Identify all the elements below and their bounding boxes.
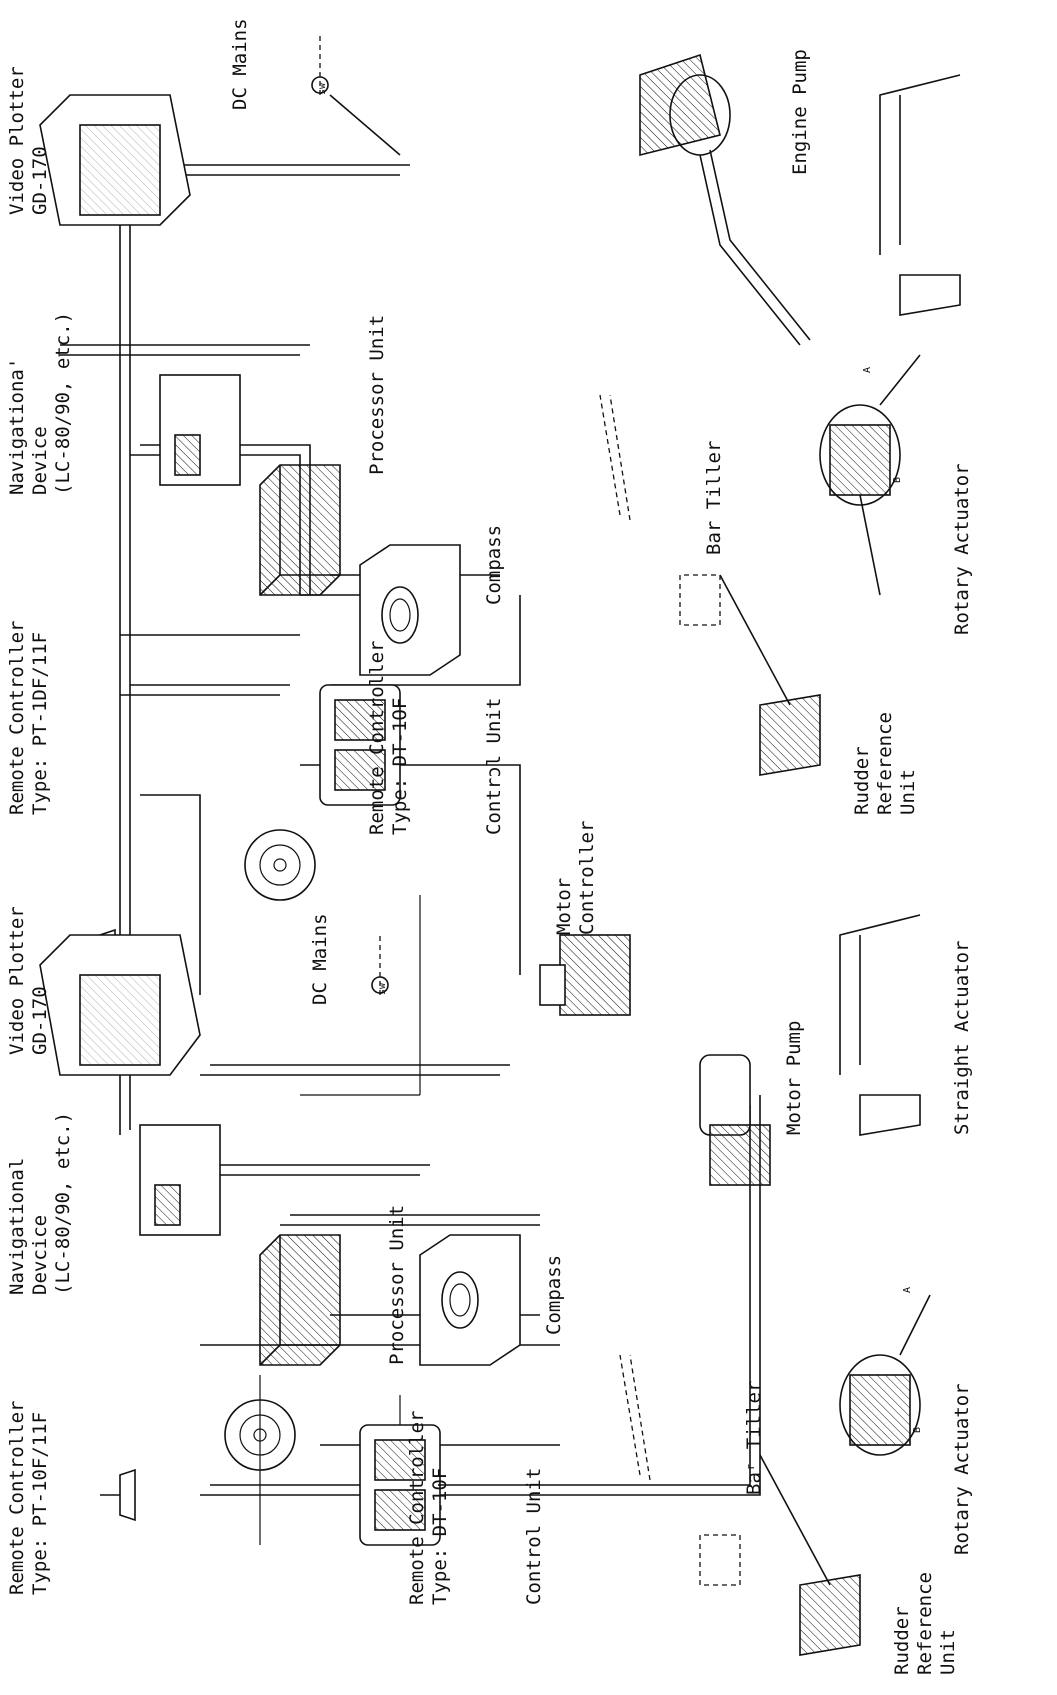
lower-compass-label: Compass: [543, 1255, 565, 1335]
lower-switch-label: sw: [377, 982, 388, 995]
lower-system: Video Plotter GD-170 DC Mains sw Motor C…: [6, 821, 973, 1675]
upper-rudder-ref-label-2: Reference: [874, 712, 896, 815]
upper-dial-remote: [245, 830, 315, 900]
lower-rudder-ref-label-3: Unit: [937, 1629, 959, 1675]
lower-straight-actuator-label: Straight Actuator: [951, 941, 973, 1135]
lower-processor-unit: [260, 1235, 340, 1365]
upper-rotary-actuator: [820, 355, 920, 595]
upper-processor-unit: [260, 465, 340, 595]
lower-actuator-mark-b: B: [912, 1427, 923, 1433]
upper-rotary-actuator-label: Rotary Actuator: [951, 463, 973, 635]
lower-dc-mains-label: DC Mains: [309, 913, 331, 1005]
upper-processor-unit-label: Processor Unit: [366, 315, 388, 475]
lower-dial-remote-label-1: Remote Controller: [406, 1411, 428, 1605]
lower-motor-controller: [540, 935, 630, 1015]
upper-video-plotter-label-2: GD-170: [29, 146, 51, 215]
lower-handheld-remote: [100, 1470, 135, 1520]
upper-switch-label: sw: [317, 82, 328, 95]
upper-engine-pump-label: Engine Pump: [789, 49, 811, 175]
lower-rudder-reference-unit: [760, 1455, 860, 1655]
lower-rudder-ref-label-1: Rudder: [891, 1606, 913, 1675]
upper-nav-device-label-2: Device: [29, 426, 51, 495]
lower-straight-actuator: [840, 915, 920, 1135]
upper-bar-tiller-label: Bar Tiller: [703, 441, 725, 555]
lower-nav-device-label-2: Devcice: [29, 1215, 51, 1295]
upper-dial-remote-label-1: Remote Controller: [366, 641, 388, 835]
lower-nav-device-label-3: (LC-80/90, etc.): [52, 1112, 74, 1295]
upper-actuator-mark-b: B: [892, 477, 903, 483]
lower-motor-controller-label-2: Controller: [576, 821, 598, 935]
upper-handheld-remote-label-2: Type: PT-1DF/11F: [29, 632, 51, 815]
upper-control-unit: [320, 685, 400, 805]
upper-rudder-assembly: [880, 75, 960, 315]
lower-motor-pump-label: Motor Pump: [783, 1021, 805, 1135]
upper-handheld-remote-label-1: Remote Controller: [6, 621, 28, 815]
lower-video-plotter: [40, 935, 200, 1075]
lower-control-unit: [360, 1425, 440, 1545]
upper-video-plotter-label-1: Video Plotter: [6, 66, 28, 215]
lower-motor-controller-label-1: Motor: [553, 878, 575, 935]
upper-compass-label: Compass: [483, 525, 505, 605]
lower-handheld-remote-label-1: Remote Controller: [6, 1401, 28, 1595]
lower-navigational-device: [140, 1125, 220, 1235]
upper-dc-mains-label: DC Mains: [229, 18, 251, 110]
lower-video-plotter-label-1: Video Plotter: [6, 906, 28, 1055]
lower-video-plotter-label-2: GD-170: [29, 986, 51, 1055]
upper-nav-device-label-1: Navigationa': [6, 358, 28, 495]
lower-compass: [420, 1235, 520, 1365]
upper-navigational-device: [160, 375, 240, 485]
lower-bar-tiller-label: Baʳ Tiller: [743, 1381, 765, 1495]
lower-actuator-mark-a: A: [902, 1287, 913, 1293]
upper-dial-remote-label-2: Type: DT-1OF: [389, 698, 411, 835]
lower-dial-remote-label-2: Type: DT-10F: [429, 1468, 451, 1605]
upper-nav-device-label-3: (LC-80/90, etc.): [52, 312, 74, 495]
lower-rudder-ref-label-2: Reference: [914, 1572, 936, 1675]
upper-video-plotter: [40, 95, 190, 225]
lower-bar-tiller: [620, 1355, 740, 1585]
lower-nav-device-label-1: Navigational: [6, 1158, 28, 1295]
upper-rudder-reference-unit: [720, 575, 820, 775]
upper-rudder-ref-label-3: Unit: [897, 769, 919, 815]
upper-control-unit-label: Contrɔl Unit: [483, 698, 505, 835]
upper-bar-tiller: [600, 395, 720, 625]
lower-control-unit-label: Control Unit: [523, 1468, 545, 1605]
lower-handheld-remote-label-2: Type: PT-10F/11F: [29, 1412, 51, 1595]
upper-actuator-mark-a: A: [862, 367, 873, 373]
upper-rudder-ref-label-1: Rudder: [851, 746, 873, 815]
lower-processor-unit-label: Processor Unit: [386, 1205, 408, 1365]
lower-rotary-actuator-label: Rotary Actuator: [951, 1383, 973, 1555]
upper-engine-pump: [640, 55, 810, 345]
